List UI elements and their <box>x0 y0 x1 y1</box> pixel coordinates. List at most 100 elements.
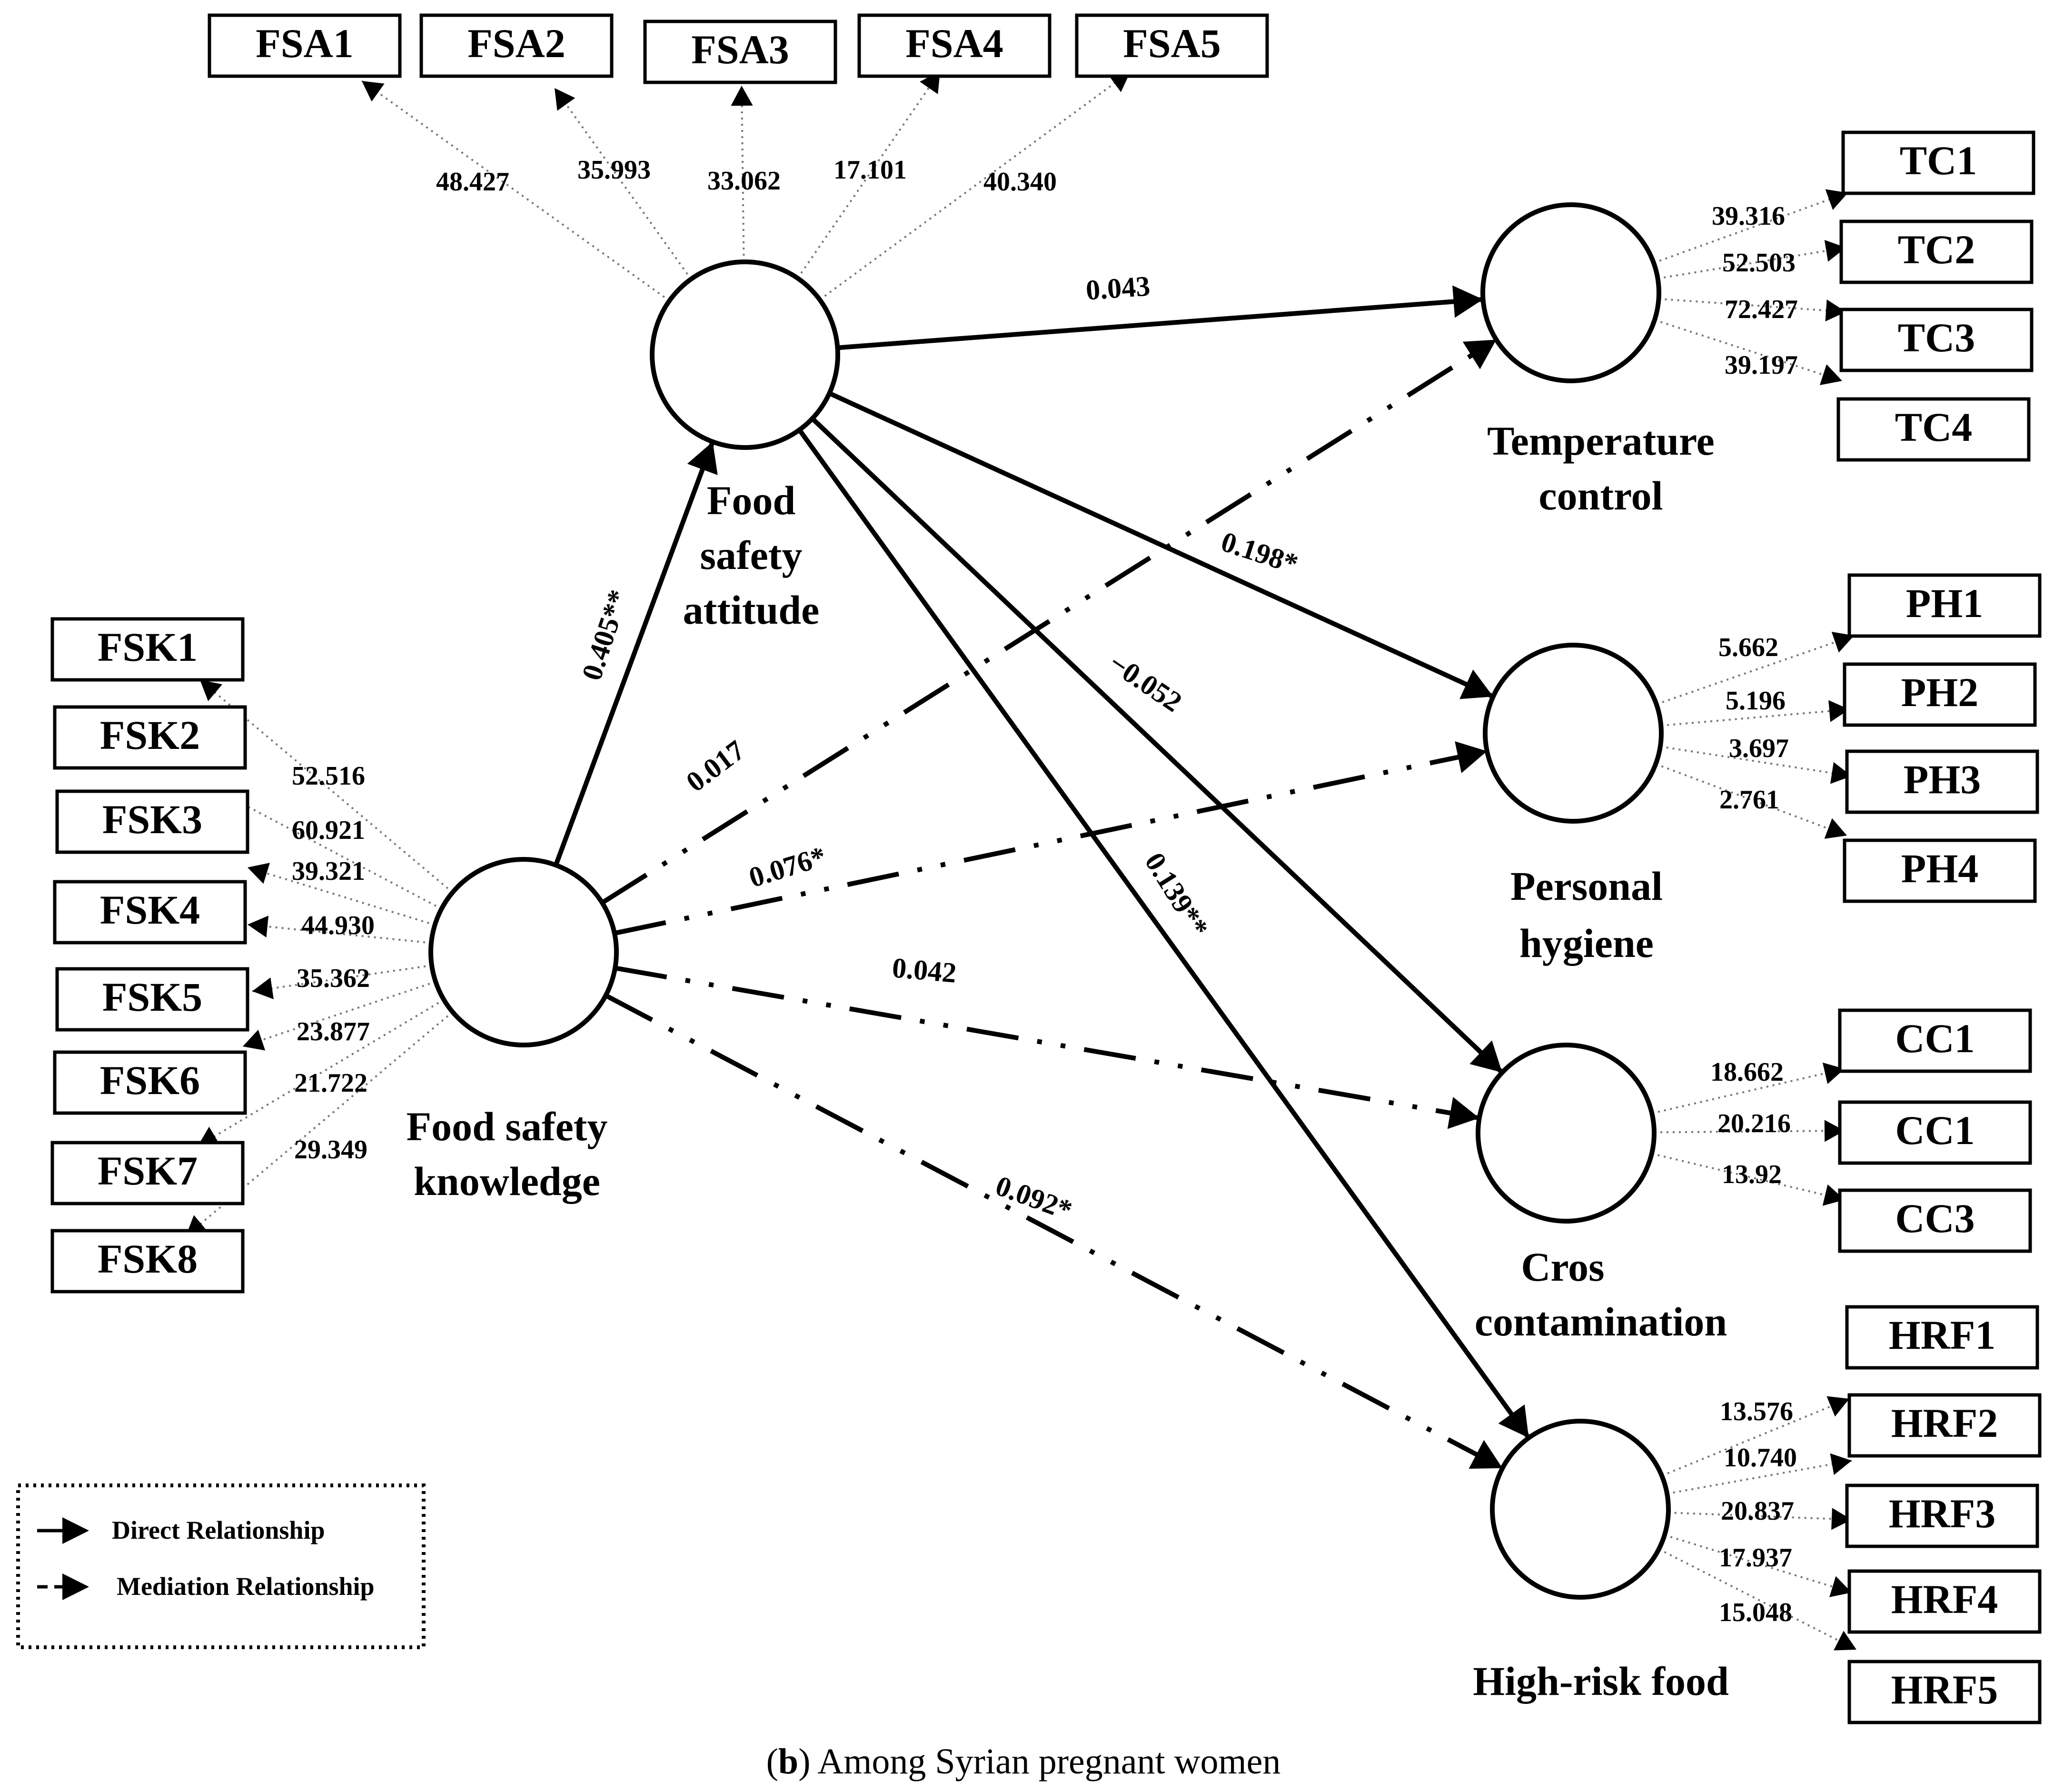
loading-value-cc-2: 20.216 <box>1717 1109 1791 1138</box>
loading-value-fsa-2: 35.993 <box>577 155 651 185</box>
loading-value-fsk-8: 29.349 <box>294 1135 367 1165</box>
hrf-label-line1: High-risk food <box>1473 1658 1729 1704</box>
loading-line-cc-3 <box>1651 1153 1845 1201</box>
loading-value-hrf-5: 15.048 <box>1719 1598 1792 1627</box>
indicator-label-ph-1: PH1 <box>1906 580 1983 626</box>
loading-arrowhead-cc-2 <box>1824 1120 1845 1142</box>
loading-line-fsa-3 <box>741 85 745 262</box>
path-fsk-cc <box>615 966 1480 1121</box>
loading-value-hrf-1: 13.576 <box>1720 1397 1793 1426</box>
loading-line-fsa-1 <box>361 80 670 302</box>
path-coef-fsa-tc: 0.043 <box>1085 270 1151 306</box>
indicator-box-hrf-3 <box>1845 1483 2039 1548</box>
fsa-label-line2: safety <box>700 532 803 578</box>
loading-value-fsa-5: 40.340 <box>983 167 1057 197</box>
indicator-box-tc-4 <box>1836 397 2031 462</box>
structural-paths <box>554 285 1531 1471</box>
indicator-label-fsa-4: FSA4 <box>905 20 1003 66</box>
loading-line-hrf-1 <box>1661 1398 1850 1477</box>
indicator-label-hrf-3: HRF3 <box>1889 1491 1996 1536</box>
indicator-box-fsk-1 <box>50 617 245 682</box>
loading-arrowhead-tc-4 <box>1819 364 1842 386</box>
loading-value-fsk-5: 35.362 <box>297 964 370 993</box>
loading-line-fsa-4 <box>796 70 941 279</box>
loading-line-ph-1 <box>1656 635 1855 706</box>
indicator-box-fsk-6 <box>53 1050 247 1115</box>
indicator-label-cc-3: CC3 <box>1895 1195 1975 1241</box>
indicator-label-fsk-3: FSK3 <box>102 796 202 842</box>
loading-line-fsa-5 <box>819 70 1131 301</box>
indicator-label-ph-3: PH3 <box>1904 757 1981 802</box>
construct-label-hrf: High-risk food <box>1473 1658 1729 1704</box>
indicator-box-fsa-1 <box>208 13 402 78</box>
construct-circle-ph <box>1483 643 1664 824</box>
path-arrowhead-fsk-fsa <box>687 441 718 475</box>
construct-circle-cc <box>1476 1043 1657 1224</box>
path-arrowhead-fsa-cc <box>1469 1040 1502 1073</box>
caption-close: ) <box>798 1742 810 1782</box>
path-coef-fsk-hrf: 0.092* <box>992 1170 1076 1226</box>
loading-arrowhead-hrf-1 <box>1826 1396 1849 1417</box>
indicator-box-fsk-2 <box>53 705 247 770</box>
loading-line-fsk-8 <box>185 1011 454 1237</box>
loading-arrowhead-fsa-1 <box>362 81 385 102</box>
cc-label-line1: Cros <box>1521 1244 1604 1290</box>
loading-value-cc-1: 18.662 <box>1710 1057 1784 1087</box>
loading-arrowhead-hrf-2 <box>1830 1453 1852 1475</box>
indicator-label-cc-2: CC1 <box>1895 1107 1975 1153</box>
figure-caption: (b) Among Syrian pregnant women <box>766 1742 1281 1782</box>
construct-circle-fsk <box>428 857 619 1047</box>
indicator-box-hrf-5 <box>1847 1660 2042 1724</box>
indicator-box-tc-1 <box>1841 130 2035 195</box>
indicator-label-ph-2: PH2 <box>1901 669 1978 715</box>
construct-circle-hrf <box>1490 1419 1671 1600</box>
indicator-box-hrf-4 <box>1847 1569 2042 1634</box>
loading-arrowhead-hrf-3 <box>1831 1508 1852 1530</box>
loading-value-cc-3: 13.92 <box>1722 1160 1782 1189</box>
indicator-label-fsk-4: FSK4 <box>100 887 200 933</box>
construct-circle-fsa <box>650 259 840 450</box>
loading-value-ph-1: 5.662 <box>1718 633 1778 662</box>
path-coef-fsk-ph: 0.076* <box>745 840 830 893</box>
fsa-label-line3: attitude <box>683 587 820 633</box>
construct-circles <box>428 202 1671 1600</box>
loading-value-tc-1: 39.316 <box>1712 201 1785 231</box>
indicator-box-cc-2 <box>1838 1100 2032 1165</box>
path-fsa-hrf <box>797 428 1531 1440</box>
indicator-label-hrf-4: HRF4 <box>1891 1576 1998 1622</box>
loading-line-tc-3 <box>1658 298 1846 313</box>
loading-arrowhead-hrf-4 <box>1829 1576 1852 1597</box>
caption-text: Among Syrian pregnant women <box>811 1742 1281 1782</box>
fsk-label-line1: Food safety <box>407 1104 608 1149</box>
indicator-label-fsk-5: FSK5 <box>102 974 202 1020</box>
indicator-label-fsk-6: FSK6 <box>100 1057 200 1103</box>
indicator-label-fsk-8: FSK8 <box>98 1236 198 1282</box>
loading-line-ph-2 <box>1661 708 1850 727</box>
path-coef-fsk-cc: 0.042 <box>891 952 958 989</box>
loading-value-tc-3: 72.427 <box>1725 295 1798 324</box>
indicator-box-ph-4 <box>1843 838 2037 903</box>
path-fsa-tc <box>837 297 1483 350</box>
indicator-box-fsa-3 <box>643 20 837 84</box>
loading-arrowhead-fsk-4 <box>248 916 269 938</box>
loading-line-fsk-3 <box>247 866 436 926</box>
path-fsk-fsa <box>554 441 715 866</box>
caption-open: ( <box>766 1742 778 1782</box>
legend-direct-label: Direct Relationship <box>112 1516 325 1544</box>
indicator-label-fsk-1: FSK1 <box>98 624 198 670</box>
loading-arrowhead-tc-3 <box>1825 299 1846 322</box>
loading-line-fsk-7 <box>197 999 445 1147</box>
loading-value-fsk-3: 39.321 <box>292 856 365 886</box>
loading-arrowhead-fsk-1 <box>200 680 223 701</box>
indicator-box-fsk-5 <box>55 967 249 1032</box>
loading-value-fsk-7: 21.722 <box>294 1068 367 1098</box>
loading-value-ph-2: 5.196 <box>1726 686 1786 716</box>
loading-line-ph-3 <box>1660 746 1852 777</box>
loading-value-fsk-4: 44.930 <box>301 911 375 940</box>
indicator-label-fsa-3: FSA3 <box>691 27 789 72</box>
indicator-box-hrf-1 <box>1845 1305 2039 1370</box>
loading-value-hrf-2: 10.740 <box>1724 1443 1797 1473</box>
indicator-label-tc-2: TC2 <box>1898 227 1975 272</box>
indicator-box-ph-3 <box>1845 749 2039 814</box>
ph-label-line2: hygiene <box>1519 920 1654 966</box>
